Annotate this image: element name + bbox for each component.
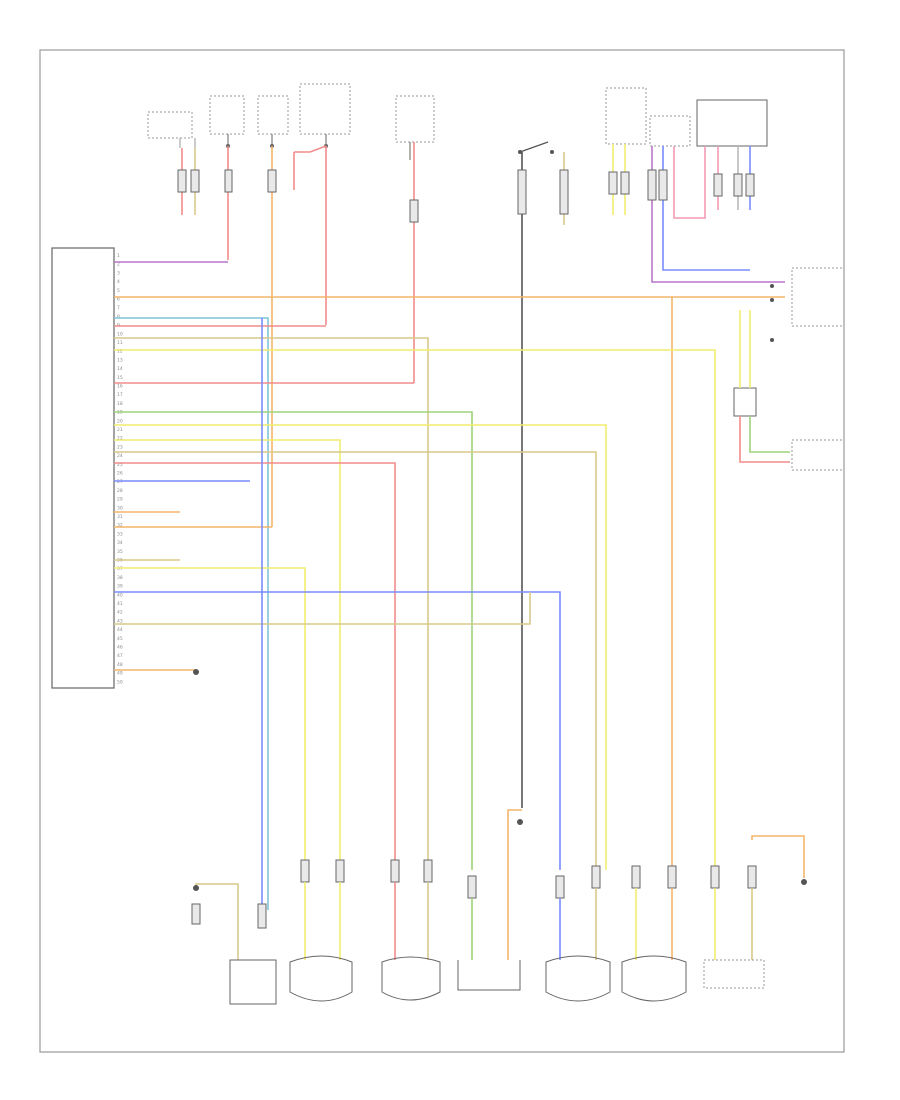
diode-pack: [733, 387, 757, 417]
ecu-pin-number: 4: [117, 279, 120, 285]
ecu-pin-number: 6: [117, 297, 120, 303]
ecu-pin-number: 22: [117, 436, 123, 442]
ecu-pin-number: 14: [117, 366, 123, 372]
ecu-pin-number: 28: [117, 488, 123, 494]
ecu-pin-number: 34: [117, 540, 123, 546]
wire-connectors: [177, 169, 757, 929]
hydraulic-unit: [791, 439, 845, 471]
right-rear-speed-sensor: [621, 955, 687, 1002]
ecu-pin-number: 31: [117, 514, 123, 520]
ecu-pin-labels: 1234567891011121314151617181920212223242…: [117, 253, 123, 685]
sensor-leads: [304, 818, 753, 960]
ecu-pin-number: 26: [117, 471, 123, 477]
ground-g1: [193, 885, 199, 891]
ecu-pin-number: 21: [117, 427, 123, 433]
diagram-frame: [39, 49, 845, 1053]
ecu-pin-number: 16: [117, 384, 123, 390]
ecu-pin-number: 35: [117, 549, 123, 555]
passenger-seat-module: [457, 960, 521, 991]
ecu-pin-number: 48: [117, 662, 123, 668]
ecu-pin-number: 32: [117, 523, 123, 529]
brake-controller: [791, 267, 845, 327]
ecu-pin-number: 8: [117, 314, 120, 320]
ecu-pin-number: 13: [117, 357, 123, 363]
fuse-power-distribution-3: [299, 83, 351, 148]
ecu-pin-number: 2: [117, 262, 120, 268]
ecu-pin-number: 37: [117, 566, 123, 572]
ecu-module: [51, 247, 115, 689]
ecu-pin-number: 23: [117, 444, 123, 450]
steering-column-module: [605, 87, 647, 145]
ecu-pin-number: 40: [117, 592, 123, 598]
ecu-pin-number: 3: [117, 270, 120, 276]
fuse-power-distribution-2: [257, 95, 289, 148]
right-rear-sensor-module: [649, 99, 768, 147]
ecu-pin-number: 38: [117, 575, 123, 581]
ecu-pin-number: 24: [117, 453, 123, 459]
ecu-pin-number: 10: [117, 331, 123, 337]
ecu-pin-number: 42: [117, 610, 123, 616]
ecu-pin-number: 50: [117, 679, 123, 685]
ecu-pin-number: 33: [117, 531, 123, 537]
ecu-pin-number: 27: [117, 479, 123, 485]
ecu-pin-number: 11: [117, 340, 123, 346]
ecu-pin-number: 29: [117, 497, 123, 503]
driver-seat-module: [229, 959, 277, 1005]
ecu-pin-number: 47: [117, 653, 123, 659]
ecu-pin-number: 15: [117, 375, 123, 381]
left-front-speed-sensor: [289, 955, 353, 1002]
ecu-pin-number: 41: [117, 601, 123, 607]
ecu-pin-number: 45: [117, 636, 123, 642]
ecu-pin-number: 25: [117, 462, 123, 468]
ecu-pin-number: 43: [117, 618, 123, 624]
ignition-switch: [518, 141, 554, 154]
left-rear-speed-sensor: [545, 955, 611, 1002]
ecu-pin-number: 5: [117, 288, 120, 294]
ecu-pin-number: 44: [117, 627, 123, 633]
ground-g2: [517, 819, 523, 825]
ground-g5: [770, 284, 774, 342]
right-front-speed-sensor: [381, 956, 441, 1001]
ecu-pin-number: 46: [117, 645, 123, 651]
hydraulic-pressure-sensor: [703, 959, 765, 989]
front-power-junction: [395, 95, 435, 160]
ecu-pin-number: 49: [117, 671, 123, 677]
fuse-power-distribution-1: [209, 95, 245, 148]
wires: [114, 142, 805, 960]
ecu-pin-number: 1: [117, 253, 120, 259]
ecu-pin-number: 39: [117, 584, 123, 590]
ecu-pin-number: 12: [117, 349, 123, 355]
ecu-pin-number: 30: [117, 505, 123, 511]
ground-g4: [193, 669, 199, 675]
ecu-pin-number: 7: [117, 305, 120, 311]
ecu-pin-number: 18: [117, 401, 123, 407]
ecu-pin-number: 17: [117, 392, 123, 398]
fuse-source-block: [147, 111, 196, 148]
ecu-pin-number: 20: [117, 418, 123, 424]
ground-g3: [801, 879, 807, 885]
